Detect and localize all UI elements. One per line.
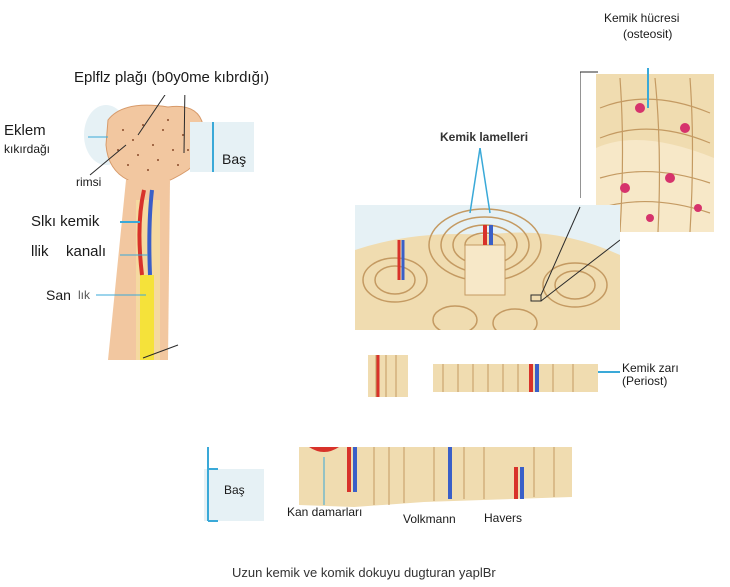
label-marrow-canal-b: kanalı	[66, 244, 106, 261]
label-havers: Havers	[484, 512, 522, 525]
periosteum-left-svg	[368, 355, 408, 397]
pointer-periosteum	[598, 371, 620, 373]
label-yellow-marrow-b: lık	[78, 289, 90, 302]
head-bracket-top	[212, 122, 214, 172]
label-bone-cell-2: (osteosit)	[623, 28, 672, 41]
osteon-cylinder	[465, 245, 505, 295]
label-lamellae: Kemik lamelleri	[440, 131, 528, 144]
label-head-top: Baş	[222, 152, 246, 167]
lamellae-pointers	[440, 148, 530, 218]
label-marrow-canal-a: llik	[31, 244, 49, 261]
figure-caption: Uzun kemik ve komik dokuyu dugturan yapl…	[232, 566, 496, 580]
label-articular-cartilage-1: Eklem	[4, 123, 46, 140]
osteon-illustration	[355, 205, 620, 330]
label-bone-cell-1: Kemik hücresi	[604, 12, 679, 25]
periosteum-right-svg	[433, 364, 598, 392]
pointer-lamellae-2	[480, 148, 490, 213]
osteon-svg	[355, 205, 620, 330]
label-compact-bone: Slkı kemik	[31, 214, 99, 231]
pointer-lamellae-1	[470, 148, 480, 213]
label-articular-cartilage-2: kıkırdağı	[4, 143, 50, 156]
label-spongy-bone: rimsi	[76, 176, 101, 189]
label-periosteum-2: (Periost)	[622, 375, 667, 388]
label-head-bottom: Baş	[224, 484, 245, 497]
yellow-marrow	[140, 275, 154, 360]
periosteum-strip-left	[368, 355, 408, 397]
periosteum-strip-right	[433, 364, 598, 392]
label-volkmann: Volkmann	[403, 513, 456, 526]
label-epiphyseal-plate: Eplflz plağı (b0y0me kıbrdığı)	[74, 70, 269, 87]
bottom-bone-body	[299, 447, 572, 507]
label-yellow-marrow-a: San	[46, 288, 71, 303]
label-blood-vessels: Kan damarları	[287, 506, 362, 519]
